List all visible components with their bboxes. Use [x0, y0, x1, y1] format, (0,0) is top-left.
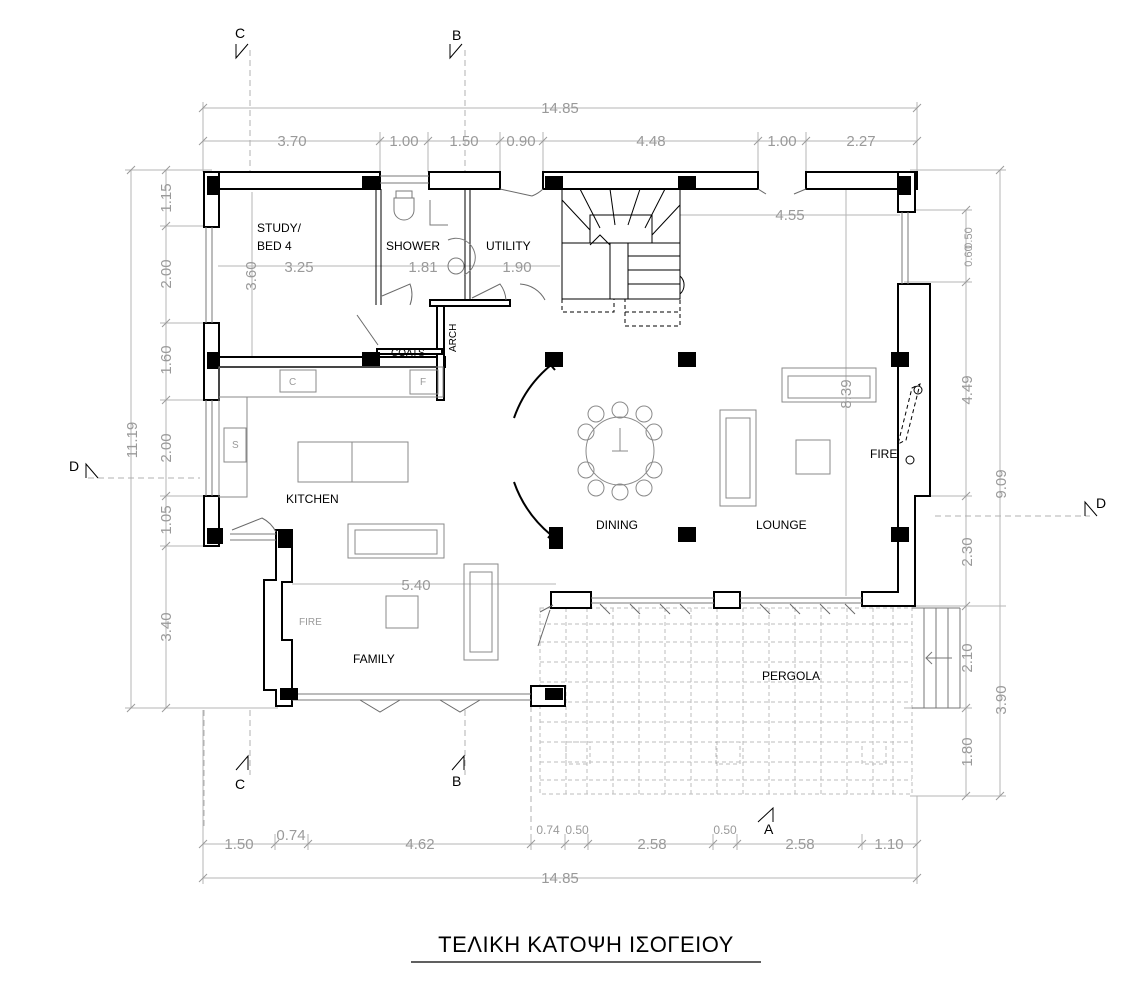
- fridge-label: F: [420, 377, 426, 388]
- lounge-label: LOUNGE: [756, 518, 807, 532]
- section-b-bottom: B: [452, 773, 461, 789]
- staircase-below: [561, 250, 681, 327]
- bottom-seg-4: 0.74: [536, 823, 560, 837]
- right-seg-2: 0.60: [963, 245, 975, 266]
- top-total: 14.85: [541, 100, 579, 117]
- entry-steps: [912, 607, 961, 709]
- study-depth: 3.60: [243, 261, 260, 290]
- left-seg-4: 2.00: [158, 433, 175, 462]
- dining-table: [577, 401, 663, 501]
- bottom-seg-6: 2.58: [637, 836, 666, 853]
- right-total: 9.09: [993, 469, 1010, 498]
- sink-label: S: [232, 440, 239, 451]
- shower-label: SHOWER: [386, 239, 440, 253]
- kitchen-label: KITCHEN: [286, 492, 339, 506]
- bottom-seg-2: 0.74: [276, 827, 305, 844]
- shower-fixtures: [393, 190, 476, 276]
- shower-width: 1.81: [408, 259, 437, 276]
- right-seg-7: 1.80: [959, 737, 976, 766]
- section-markers: [85, 43, 1098, 823]
- family-label: FAMILY: [353, 652, 395, 666]
- top-seg-5: 4.48: [636, 133, 665, 150]
- study-label-2: BED 4: [257, 239, 292, 253]
- utility-label: UTILITY: [486, 239, 531, 253]
- section-lines: [88, 50, 1090, 830]
- top-seg-6: 1.00: [767, 133, 796, 150]
- right-seg-4: 2.30: [959, 537, 976, 566]
- cooker-label: C: [289, 377, 296, 388]
- bottom-seg-7: 0.50: [713, 823, 737, 837]
- top-seg-1: 3.70: [277, 133, 306, 150]
- study-width: 3.25: [284, 259, 313, 276]
- section-d-right: D: [1096, 495, 1106, 511]
- arch-label: ARCH: [448, 324, 459, 352]
- left-seg-6: 3.40: [158, 612, 175, 641]
- section-letters: C B C B D D A: [69, 25, 1106, 837]
- kitchen-units: [218, 366, 445, 559]
- windows: [205, 175, 909, 701]
- fridge: [409, 369, 439, 395]
- right-seg-1: 0.50: [963, 227, 975, 248]
- dimension-texts: 14.85 3.70 1.00 1.50 0.90 4.48 1.00 2.27…: [124, 100, 1010, 887]
- section-c-top: C: [235, 25, 245, 41]
- section-a-bottom: A: [764, 821, 774, 837]
- sink: [223, 427, 247, 463]
- left-seg-2: 2.00: [158, 259, 175, 288]
- dimension-ticks: [126, 103, 1005, 883]
- dimension-lines: [125, 102, 1006, 884]
- dining-label: DINING: [596, 518, 638, 532]
- left-seg-1: 1.15: [158, 183, 175, 212]
- left-total: 11.19: [124, 422, 141, 458]
- top-seg-7: 2.27: [846, 133, 875, 150]
- staircase: [561, 188, 685, 300]
- fireplace: [897, 383, 923, 465]
- utility-width: 1.90: [502, 259, 531, 276]
- bottom-seg-1: 1.50: [224, 836, 253, 853]
- section-b-top: B: [452, 27, 461, 43]
- columns: [207, 176, 911, 700]
- top-seg-2: 1.00: [389, 133, 418, 150]
- section-c-bottom: C: [235, 776, 245, 792]
- lounge-furniture: [719, 367, 877, 507]
- bottom-seg-9: 1.10: [874, 836, 903, 853]
- bottom-seg-5: 0.50: [565, 823, 589, 837]
- coats-label: COATS: [391, 348, 425, 359]
- right-seg-3: 4.49: [959, 375, 976, 404]
- fire-right-label: FIRE: [870, 447, 897, 461]
- left-seg-3: 1.60: [158, 345, 175, 374]
- room-labels: STUDY/ BED 4 SHOWER UTILITY COATS ARCH K…: [232, 221, 897, 683]
- bottom-seg-3: 4.62: [405, 836, 434, 853]
- curved-screen: [513, 361, 556, 539]
- fire-left-label: FIRE: [299, 617, 322, 628]
- drawing-title: ΤΕΛΙΚΗ ΚΑΤΟΨΗ ΙΣΟΓΕΙΟΥ: [438, 932, 734, 957]
- top-seg-4: 0.90: [506, 133, 535, 150]
- family-width: 5.40: [401, 577, 430, 594]
- cooker: [279, 369, 317, 393]
- family-furniture: [385, 563, 499, 661]
- lounge-depth: 8.39: [838, 379, 855, 408]
- stair-width: 4.55: [775, 207, 804, 224]
- bottom-total: 14.85: [541, 870, 579, 887]
- doors: [231, 188, 856, 713]
- top-seg-3: 1.50: [449, 133, 478, 150]
- pergola-grid: [539, 607, 913, 795]
- pergola-label: PERGOLA: [762, 669, 820, 683]
- bottom-seg-8: 2.58: [785, 836, 814, 853]
- left-seg-5: 1.05: [158, 505, 175, 534]
- right-seg-6: 3.90: [993, 685, 1010, 714]
- study-label-1: STUDY/: [257, 221, 302, 235]
- section-d-left: D: [69, 458, 79, 474]
- kitchen-island: [297, 441, 409, 483]
- right-seg-5: 2.10: [959, 643, 976, 672]
